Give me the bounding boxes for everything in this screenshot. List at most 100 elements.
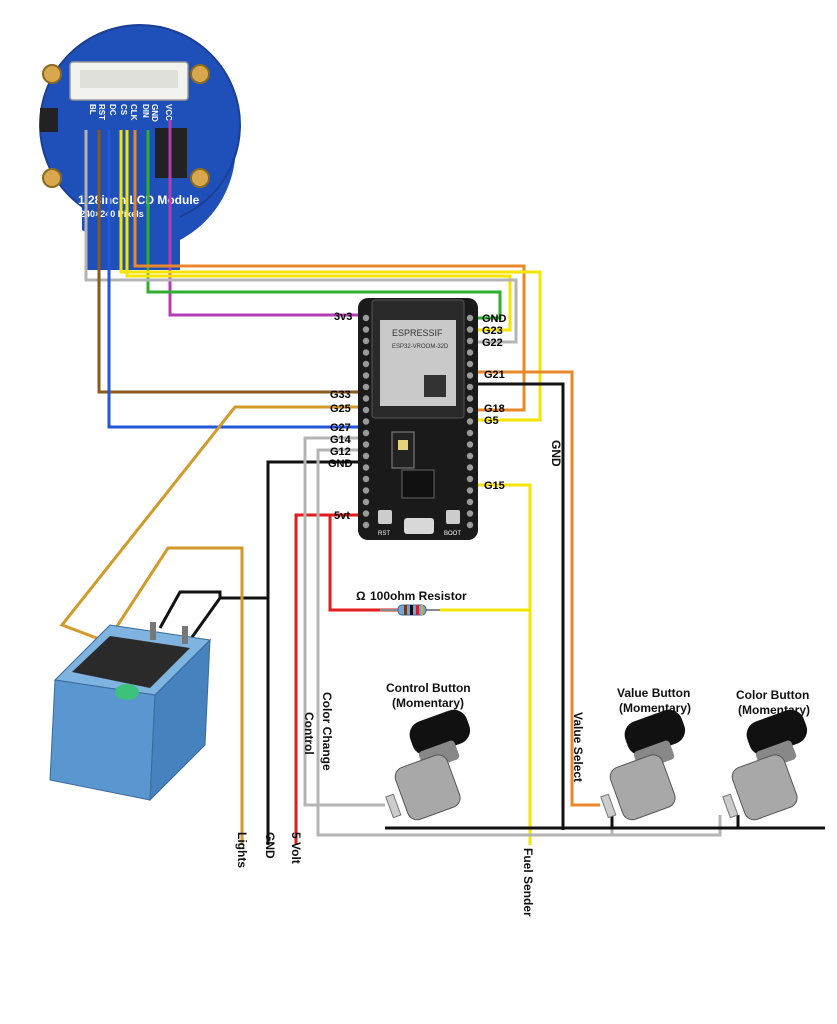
boot-button[interactable] bbox=[446, 510, 460, 524]
lcd-pin-vcc: VCC bbox=[164, 104, 173, 121]
pin-3v3: 3v3 bbox=[334, 311, 352, 323]
esp32-brand: ESPRESSIF bbox=[392, 328, 443, 338]
pin-g18: G18 bbox=[484, 403, 505, 415]
wire-din-g23 bbox=[125, 130, 512, 332]
header-pin bbox=[466, 510, 474, 517]
header-pin bbox=[362, 441, 370, 448]
pin-g33: G33 bbox=[330, 389, 351, 401]
value-button-title: Value Button bbox=[617, 686, 690, 700]
header-pin bbox=[466, 418, 474, 425]
wire-g14-color bbox=[303, 436, 385, 807]
wire-g21-value bbox=[478, 370, 600, 807]
header-pin bbox=[362, 487, 370, 494]
header-pin bbox=[466, 487, 474, 494]
header-pin bbox=[362, 429, 370, 437]
header-pin bbox=[466, 314, 474, 322]
header-pin bbox=[466, 498, 474, 506]
header-pin bbox=[466, 441, 474, 448]
resistor: Ω 100ohm Resistor bbox=[356, 589, 467, 616]
pin-gnd-top: GND bbox=[482, 313, 507, 325]
pin-g5: G5 bbox=[484, 415, 499, 427]
lcd-pin-rst: RST bbox=[97, 104, 106, 120]
wire-lights bbox=[106, 546, 244, 845]
header-pin bbox=[466, 326, 474, 333]
boot-label: BOOT bbox=[444, 531, 461, 537]
lcd-pin-dc: DC bbox=[108, 104, 117, 116]
control-button-title: Control Button bbox=[386, 681, 471, 695]
pin-g12: G12 bbox=[330, 446, 351, 458]
lcd-pin-gnd: GND bbox=[150, 104, 159, 122]
value-button[interactable] bbox=[600, 706, 689, 823]
pin-g22: G22 bbox=[482, 337, 503, 349]
wire-5v-supply bbox=[294, 513, 330, 845]
header-pin bbox=[466, 521, 474, 529]
pin-g14: G14 bbox=[330, 434, 352, 446]
pin-gnd-left: GND bbox=[328, 458, 353, 470]
header-pin bbox=[466, 406, 474, 414]
header-pin bbox=[362, 383, 370, 391]
wire-clk-g18 bbox=[133, 130, 526, 412]
pin-g23: G23 bbox=[482, 325, 503, 337]
pin-g21: G21 bbox=[484, 369, 505, 381]
wire-gnd-left bbox=[266, 460, 358, 845]
header-pin bbox=[362, 464, 370, 471]
lcd-pin-din: DIN bbox=[141, 104, 150, 118]
wire-vcc-3v3 bbox=[168, 120, 358, 317]
lcd-pin-cs: CS bbox=[119, 104, 128, 116]
wire-lcd-gnd bbox=[146, 130, 502, 320]
pin-g27: G27 bbox=[330, 422, 351, 434]
usb-port bbox=[404, 518, 434, 534]
color-change-label: Color Change bbox=[320, 692, 334, 771]
wire-rst-g33 bbox=[97, 130, 358, 394]
header-pin bbox=[362, 360, 370, 368]
rst-label: RST bbox=[378, 531, 390, 537]
control-button[interactable] bbox=[385, 706, 474, 823]
lcd-subtitle: 240×240 Pixels bbox=[80, 209, 144, 219]
gnd-vertical-label: GND bbox=[549, 440, 563, 467]
mount-hole bbox=[190, 168, 210, 188]
wire-bl-g27 bbox=[107, 130, 358, 429]
mount-hole bbox=[190, 64, 210, 84]
lcd-pin-clk: CLK bbox=[129, 104, 138, 121]
header-pin bbox=[466, 475, 474, 483]
resistor-label: 100ohm Resistor bbox=[370, 589, 467, 603]
color-button-sub: (Momentary) bbox=[738, 703, 810, 717]
header-pin bbox=[466, 429, 474, 437]
header-pin bbox=[362, 337, 370, 345]
pin-g15: G15 bbox=[484, 480, 505, 492]
esp32-model: ESP32-VROOM-32D bbox=[392, 344, 449, 350]
header-pin bbox=[362, 406, 370, 414]
fuel-sender-label: Fuel Sender bbox=[521, 848, 535, 917]
header-pin bbox=[362, 326, 370, 333]
wire-gnd-relay bbox=[158, 590, 268, 629]
color-button-title: Color Button bbox=[736, 688, 809, 702]
header-pin bbox=[466, 337, 474, 345]
pin-5v: 5vt bbox=[334, 510, 350, 522]
header-pin bbox=[362, 475, 370, 483]
color-button[interactable] bbox=[722, 706, 811, 823]
header-pin bbox=[466, 372, 474, 379]
header-pin bbox=[362, 372, 370, 379]
wire-dc-g22 bbox=[84, 130, 518, 344]
esp32-board: ESPRESSIF ESP32-VROOM-32D RST BOOT bbox=[358, 298, 478, 540]
pin-g25: G25 bbox=[330, 403, 351, 415]
header-pin bbox=[466, 360, 474, 368]
wire-gnd-right bbox=[478, 382, 565, 830]
gnd-bottom-label: GND bbox=[263, 832, 277, 859]
control-label: Control bbox=[302, 712, 316, 755]
header-pin bbox=[362, 314, 370, 322]
control-button-sub: (Momentary) bbox=[392, 696, 464, 710]
lights-label: Lights bbox=[235, 832, 249, 868]
wire-g15-fuel bbox=[478, 483, 532, 845]
wires bbox=[59, 120, 825, 845]
pin-labels: 3v3 GND G23 G22 G21 G33 G25 G18 G5 G27 G… bbox=[328, 311, 507, 522]
header-pin bbox=[466, 383, 474, 391]
header-pin bbox=[362, 498, 370, 506]
lcd-pin-bl: BL bbox=[88, 104, 97, 115]
wire-cs-g5 bbox=[119, 130, 542, 422]
rst-button[interactable] bbox=[378, 510, 392, 524]
five-volt-label: 5 Volt bbox=[289, 832, 303, 864]
header-pin bbox=[362, 510, 370, 517]
